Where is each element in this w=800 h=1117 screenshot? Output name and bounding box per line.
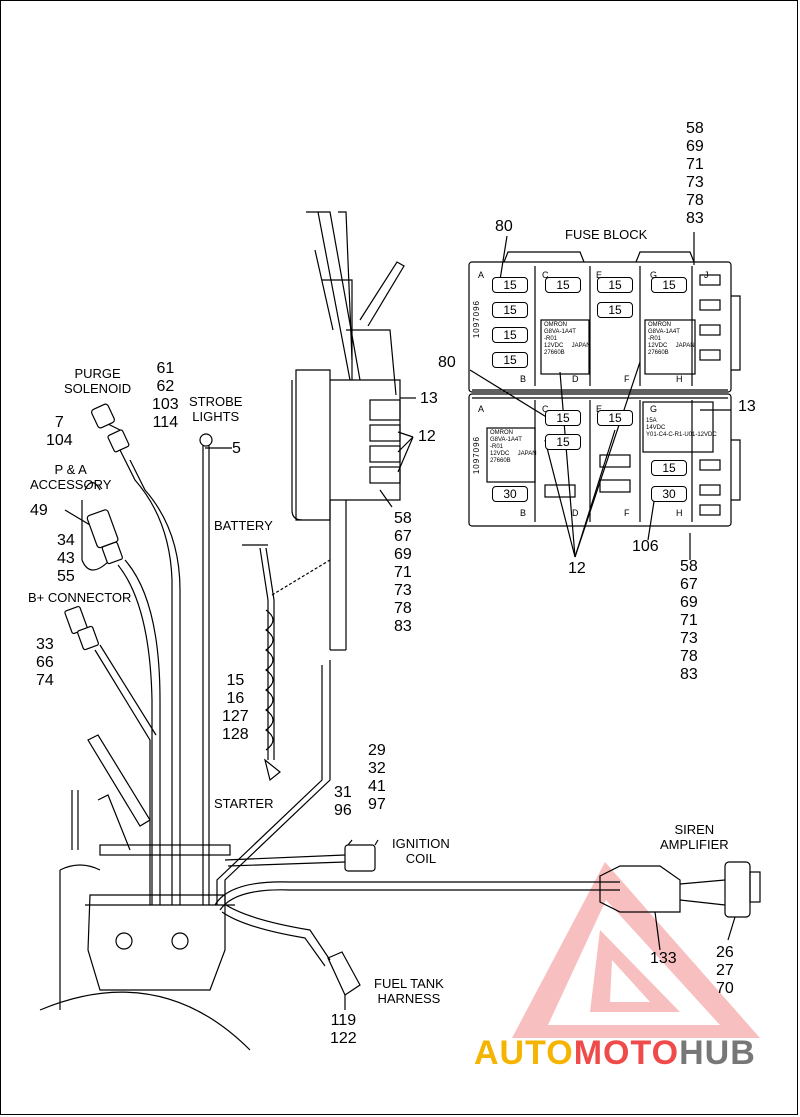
b-connector-label: B+ CONNECTOR	[28, 590, 132, 605]
fb-col-a-top: A	[478, 270, 485, 280]
fuel-tank-harness-label: FUEL TANK HARNESS	[374, 976, 444, 1006]
fb-col-d-lower: D	[572, 508, 579, 518]
fb-col-j-top: J	[704, 270, 709, 280]
callout-80-mid: 80	[438, 354, 456, 371]
fb-col-e-top: E	[596, 270, 603, 280]
fb-col-f: F	[624, 374, 630, 384]
mounting-bracket	[291, 211, 416, 651]
fb-col-c-lower: C	[542, 404, 549, 414]
fb-col-c-top: C	[542, 270, 549, 280]
strobe-lights-label: STROBE LIGHTS	[189, 394, 243, 424]
starter-label: STARTER	[214, 796, 274, 811]
fuse-top-7: 15	[492, 327, 528, 343]
fuse-top-3: 15	[597, 277, 633, 293]
fuse-top-4: 15	[651, 277, 687, 293]
fb-col-f-lower: F	[624, 508, 630, 518]
fuse-top-2: 15	[545, 277, 581, 293]
relay2-text: OMRON G8VA-1A4T -R01 12VDC JAPAN 27660B	[648, 322, 695, 356]
fuse-top-5: 15	[492, 302, 528, 318]
fuse-top-6: 15	[597, 302, 633, 318]
relay3-text: OMRON G8VA-1A4T -R01 12VDC JAPAN 27660B	[490, 430, 537, 464]
callout-12-left: 12	[418, 428, 436, 445]
purge-solenoid-label: PURGE SOLENOID	[64, 366, 132, 396]
fuse-block-label: FUSE BLOCK	[565, 227, 648, 242]
fuse-bottom-1: 15	[545, 410, 581, 426]
frame-headstock	[39, 794, 251, 1051]
pa-accessory-connector	[86, 509, 123, 565]
fuse-bottom-4: 30	[492, 486, 528, 502]
fb-part-code-top: 1097096	[472, 300, 481, 339]
callout-106: 106	[632, 538, 659, 555]
purge-solenoid-connector	[91, 403, 130, 453]
fb-col-a-lower: A	[478, 404, 485, 414]
fb-col-h-lower: H	[676, 508, 683, 518]
callout-80-top: 80	[495, 218, 513, 235]
callout-13-right: 13	[738, 398, 756, 415]
fb-col-b-lower: B	[520, 508, 527, 518]
pa-accessory-label: P & A ACCESSORY	[30, 462, 112, 492]
fuse-bottom-5: 15	[651, 460, 687, 476]
fb-col-d: D	[572, 374, 579, 384]
callout-13-top: 13	[420, 390, 438, 407]
fb-part-code-bottom: 1097096	[472, 436, 481, 475]
fb-col-b: B	[520, 374, 527, 384]
fuse-block	[468, 232, 741, 560]
callout-12-bottom: 12	[568, 560, 586, 577]
fuse-bottom-6: 30	[651, 486, 687, 502]
fuse-bottom-3: 15	[545, 434, 581, 450]
fuse-top-8: 15	[492, 352, 528, 368]
fb-col-g-lower: G	[650, 404, 658, 414]
watermark-logo	[512, 862, 760, 1038]
b-connector-plug	[64, 605, 99, 651]
fb-col-h: H	[676, 374, 683, 384]
ignition-coil-label: IGNITION COIL	[392, 836, 450, 866]
relay4-text: 15A 14VDC Y01-C4-C-R1-U01-12VDC	[646, 418, 717, 438]
callout-133: 133	[650, 950, 677, 967]
battery-label: BATTERY	[214, 518, 273, 533]
fb-col-g-top: G	[650, 270, 658, 280]
relay1-text: OMRON G8VA-1A4T -R01 12VDC JAPAN 27660B	[544, 322, 591, 356]
fb-col-e-lower: E	[596, 404, 603, 414]
callout-5: 5	[232, 440, 241, 457]
siren-amplifier-label: SIREN AMPLIFIER	[660, 822, 729, 852]
fuse-top-1: 15	[492, 277, 528, 293]
harness-wires	[64, 419, 761, 1010]
fuse-bottom-2: 15	[597, 410, 633, 426]
callout-49: 49	[30, 502, 48, 519]
watermark-text: AUTOMOTOHUB	[474, 1034, 756, 1072]
